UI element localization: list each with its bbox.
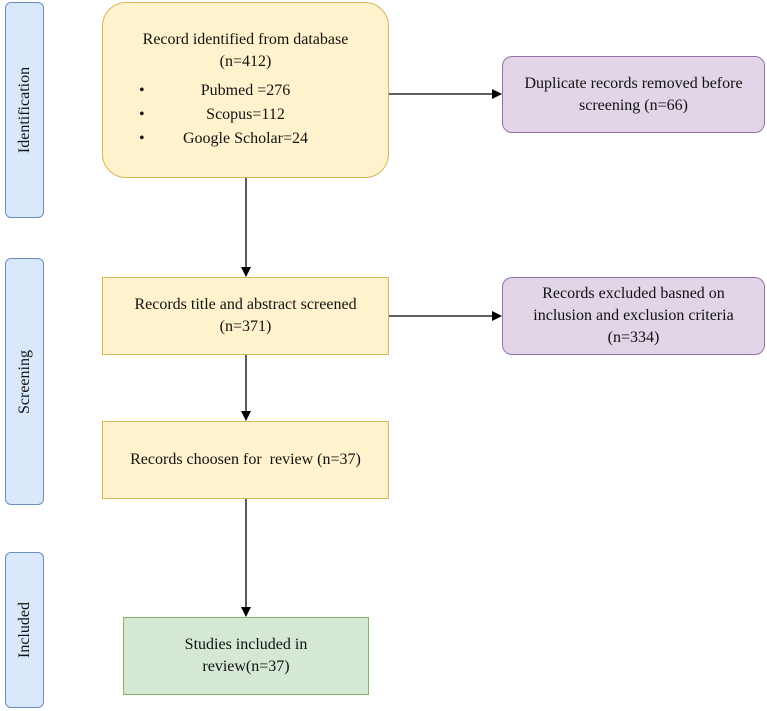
source-item: • Google Scholar=24	[103, 127, 388, 151]
chosen-line1: Records choosen for review (n=37)	[130, 451, 361, 468]
source-item: • Pubmed =276	[103, 79, 388, 103]
excluded-line1: Records excluded basned on	[542, 285, 725, 302]
screened-box: Records title and abstract screened (n=3…	[102, 277, 389, 355]
source-label: Google Scholar=24	[183, 130, 308, 147]
bullet: •	[139, 82, 145, 99]
stage-included: Included	[5, 552, 44, 708]
included-box: Studies included in review(n=37)	[123, 617, 369, 695]
excluded-line2: inclusion and exclusion criteria	[533, 307, 734, 324]
bullet: •	[139, 106, 145, 123]
duplicates-box: Duplicate records removed before screeni…	[502, 56, 765, 133]
duplicates-line2: screening (n=66)	[579, 96, 688, 114]
screened-line1: Records title and abstract screened	[134, 296, 357, 313]
excluded-box: Records excluded basned on inclusion and…	[502, 277, 765, 355]
duplicates-line1: Duplicate records removed before	[524, 74, 743, 92]
included-line1: Studies included in	[184, 636, 308, 653]
source-item: • Scopus=112	[103, 103, 388, 127]
included-line2: review(n=37)	[202, 658, 290, 675]
identified-box: Record identified from database (n=412) …	[102, 2, 389, 178]
chosen-box: Records choosen for review (n=37)	[102, 421, 389, 499]
screened-line2: (n=371)	[219, 318, 272, 335]
excluded-line3: (n=334)	[607, 329, 660, 346]
identified-title: Record identified from database	[142, 31, 349, 48]
bullet: •	[139, 130, 145, 147]
source-label: Scopus=112	[206, 106, 285, 123]
source-label: Pubmed =276	[200, 82, 291, 99]
stage-screening: Screening	[5, 258, 44, 505]
source-list: • Pubmed =276 • Scopus=112 • Google Scho…	[103, 79, 388, 151]
stage-identification: Identification	[5, 2, 44, 218]
identified-count: (n=412)	[219, 53, 272, 70]
